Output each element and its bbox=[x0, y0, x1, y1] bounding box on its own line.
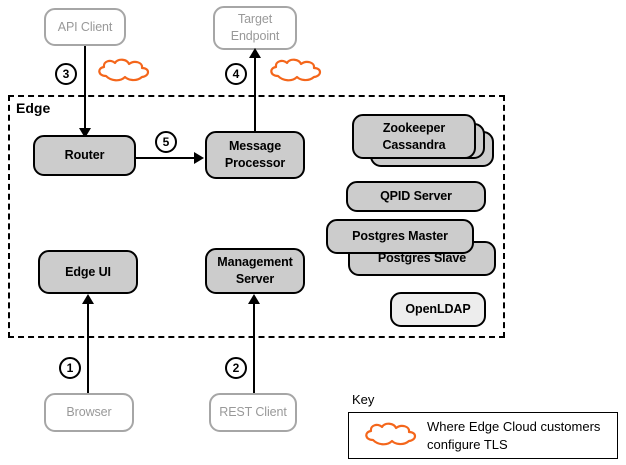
arrowhead-rest-client-to-management-server bbox=[248, 294, 260, 304]
node-message-processor[interactable]: Message Processor bbox=[205, 131, 305, 179]
key-title: Key bbox=[352, 392, 375, 407]
edge-boundary-label: Edge bbox=[16, 100, 51, 116]
key-box bbox=[348, 412, 618, 459]
node-management-server[interactable]: Management Server bbox=[205, 248, 305, 294]
cloud-api-client-tls-icon bbox=[96, 58, 152, 89]
key-entry-line-1: Where Edge Cloud customers bbox=[427, 419, 601, 434]
key-entry-text: Where Edge Cloud customers configure TLS bbox=[427, 418, 617, 453]
cloud-target-endpoint-tls-icon bbox=[268, 58, 324, 89]
node-target-endpoint-label-1: Target bbox=[237, 12, 273, 27]
node-qpid-server-label: QPID Server bbox=[380, 189, 452, 204]
node-group-postgres: Postgres Slave Postgres Master bbox=[326, 219, 496, 283]
arrow-router-to-message-processor bbox=[136, 157, 198, 159]
arrow-rest-client-to-management-server bbox=[253, 302, 255, 395]
node-postgres-master-label: Postgres Master bbox=[352, 229, 448, 244]
key-entry-line-2: configure TLS bbox=[427, 436, 508, 452]
node-postgres-slave-label: Postgres Slave bbox=[377, 251, 467, 266]
badge-1[interactable]: 1 bbox=[59, 357, 81, 379]
node-openldap-label: OpenLDAP bbox=[405, 302, 471, 317]
badge-5[interactable]: 5 bbox=[155, 131, 177, 153]
node-browser-label: Browser bbox=[66, 405, 112, 420]
node-message-processor-label-2: Processor bbox=[224, 156, 286, 170]
node-router[interactable]: Router bbox=[33, 135, 136, 176]
node-management-server-label-2: Server bbox=[235, 272, 275, 286]
arrowhead-router-to-message-processor bbox=[194, 152, 204, 164]
node-group-zookeeper-cassandra: Zookeeper Cassandra bbox=[352, 114, 498, 170]
node-zookeeper-cassandra[interactable]: Zookeeper Cassandra bbox=[352, 114, 476, 159]
node-edge-ui[interactable]: Edge UI bbox=[38, 250, 138, 294]
arrowhead-api-client-to-router bbox=[79, 128, 91, 138]
arrow-message-processor-to-target-endpoint bbox=[254, 56, 256, 132]
node-rest-client[interactable]: REST Client bbox=[209, 393, 297, 432]
badge-4[interactable]: 4 bbox=[225, 63, 247, 85]
node-target-endpoint[interactable]: Target Endpoint bbox=[213, 6, 297, 50]
badge-2[interactable]: 2 bbox=[225, 357, 247, 379]
node-api-client-label: API Client bbox=[57, 19, 113, 34]
edge-boundary-container bbox=[8, 95, 505, 338]
node-qpid-server[interactable]: QPID Server bbox=[346, 181, 486, 212]
arrowhead-message-processor-to-target-endpoint bbox=[249, 48, 261, 58]
node-edge-ui-label: Edge UI bbox=[65, 264, 111, 279]
node-rest-client-label: REST Client bbox=[219, 405, 287, 420]
badge-3[interactable]: 3 bbox=[55, 63, 77, 85]
node-browser[interactable]: Browser bbox=[44, 393, 134, 432]
node-cassandra-label: Cassandra bbox=[382, 137, 446, 152]
node-management-server-label-1: Management bbox=[217, 255, 293, 270]
arrowhead-browser-to-edge-ui bbox=[82, 294, 94, 304]
node-message-processor-label-1: Message bbox=[228, 139, 282, 154]
node-postgres-master[interactable]: Postgres Master bbox=[326, 219, 474, 254]
node-api-client[interactable]: API Client bbox=[44, 8, 126, 46]
arrow-api-client-to-router bbox=[84, 46, 86, 134]
node-zookeeper-label: Zookeeper bbox=[382, 120, 446, 135]
cloud-key-tls-icon bbox=[363, 422, 419, 453]
node-target-endpoint-label-2: Endpoint bbox=[230, 29, 280, 43]
node-router-label: Router bbox=[64, 148, 105, 163]
arrow-browser-to-edge-ui bbox=[87, 302, 89, 395]
node-openldap[interactable]: OpenLDAP bbox=[390, 292, 486, 327]
